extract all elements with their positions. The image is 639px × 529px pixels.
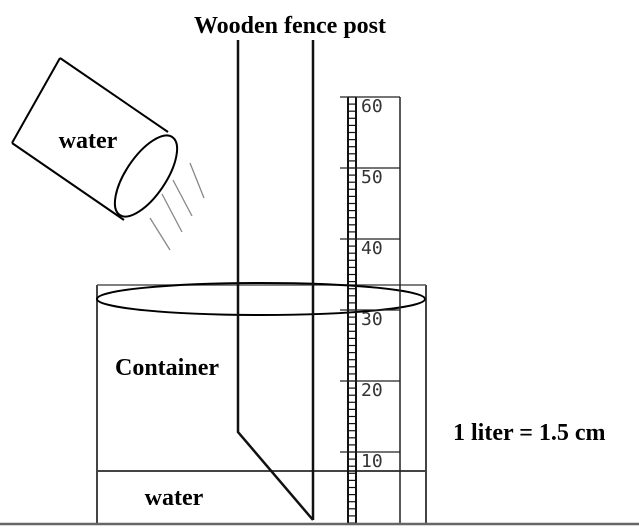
ruler-tick-label: 30 <box>361 309 383 330</box>
pouring-cup: water <box>11 57 179 221</box>
fence-post <box>236 40 315 521</box>
ruler-tick-label: 20 <box>361 380 383 401</box>
container-water-label: water <box>145 485 204 511</box>
ruler-tick-label: 50 <box>361 167 383 188</box>
cup-opening <box>113 134 179 218</box>
measuring-ruler: 60 50 40 30 20 10 <box>340 96 401 524</box>
ruler-tick-label: 40 <box>361 238 383 259</box>
ruler-tick-label: 10 <box>361 451 383 472</box>
container <box>96 282 427 524</box>
ruler-tick-label: 60 <box>361 96 383 117</box>
water-stream <box>149 162 205 251</box>
container-rim <box>96 282 426 316</box>
pouring-water-label: water <box>59 128 118 154</box>
conversion-label: 1 liter = 1.5 cm <box>453 420 606 446</box>
container-label: Container <box>115 355 219 381</box>
diagram-title: Wooden fence post <box>194 13 386 39</box>
